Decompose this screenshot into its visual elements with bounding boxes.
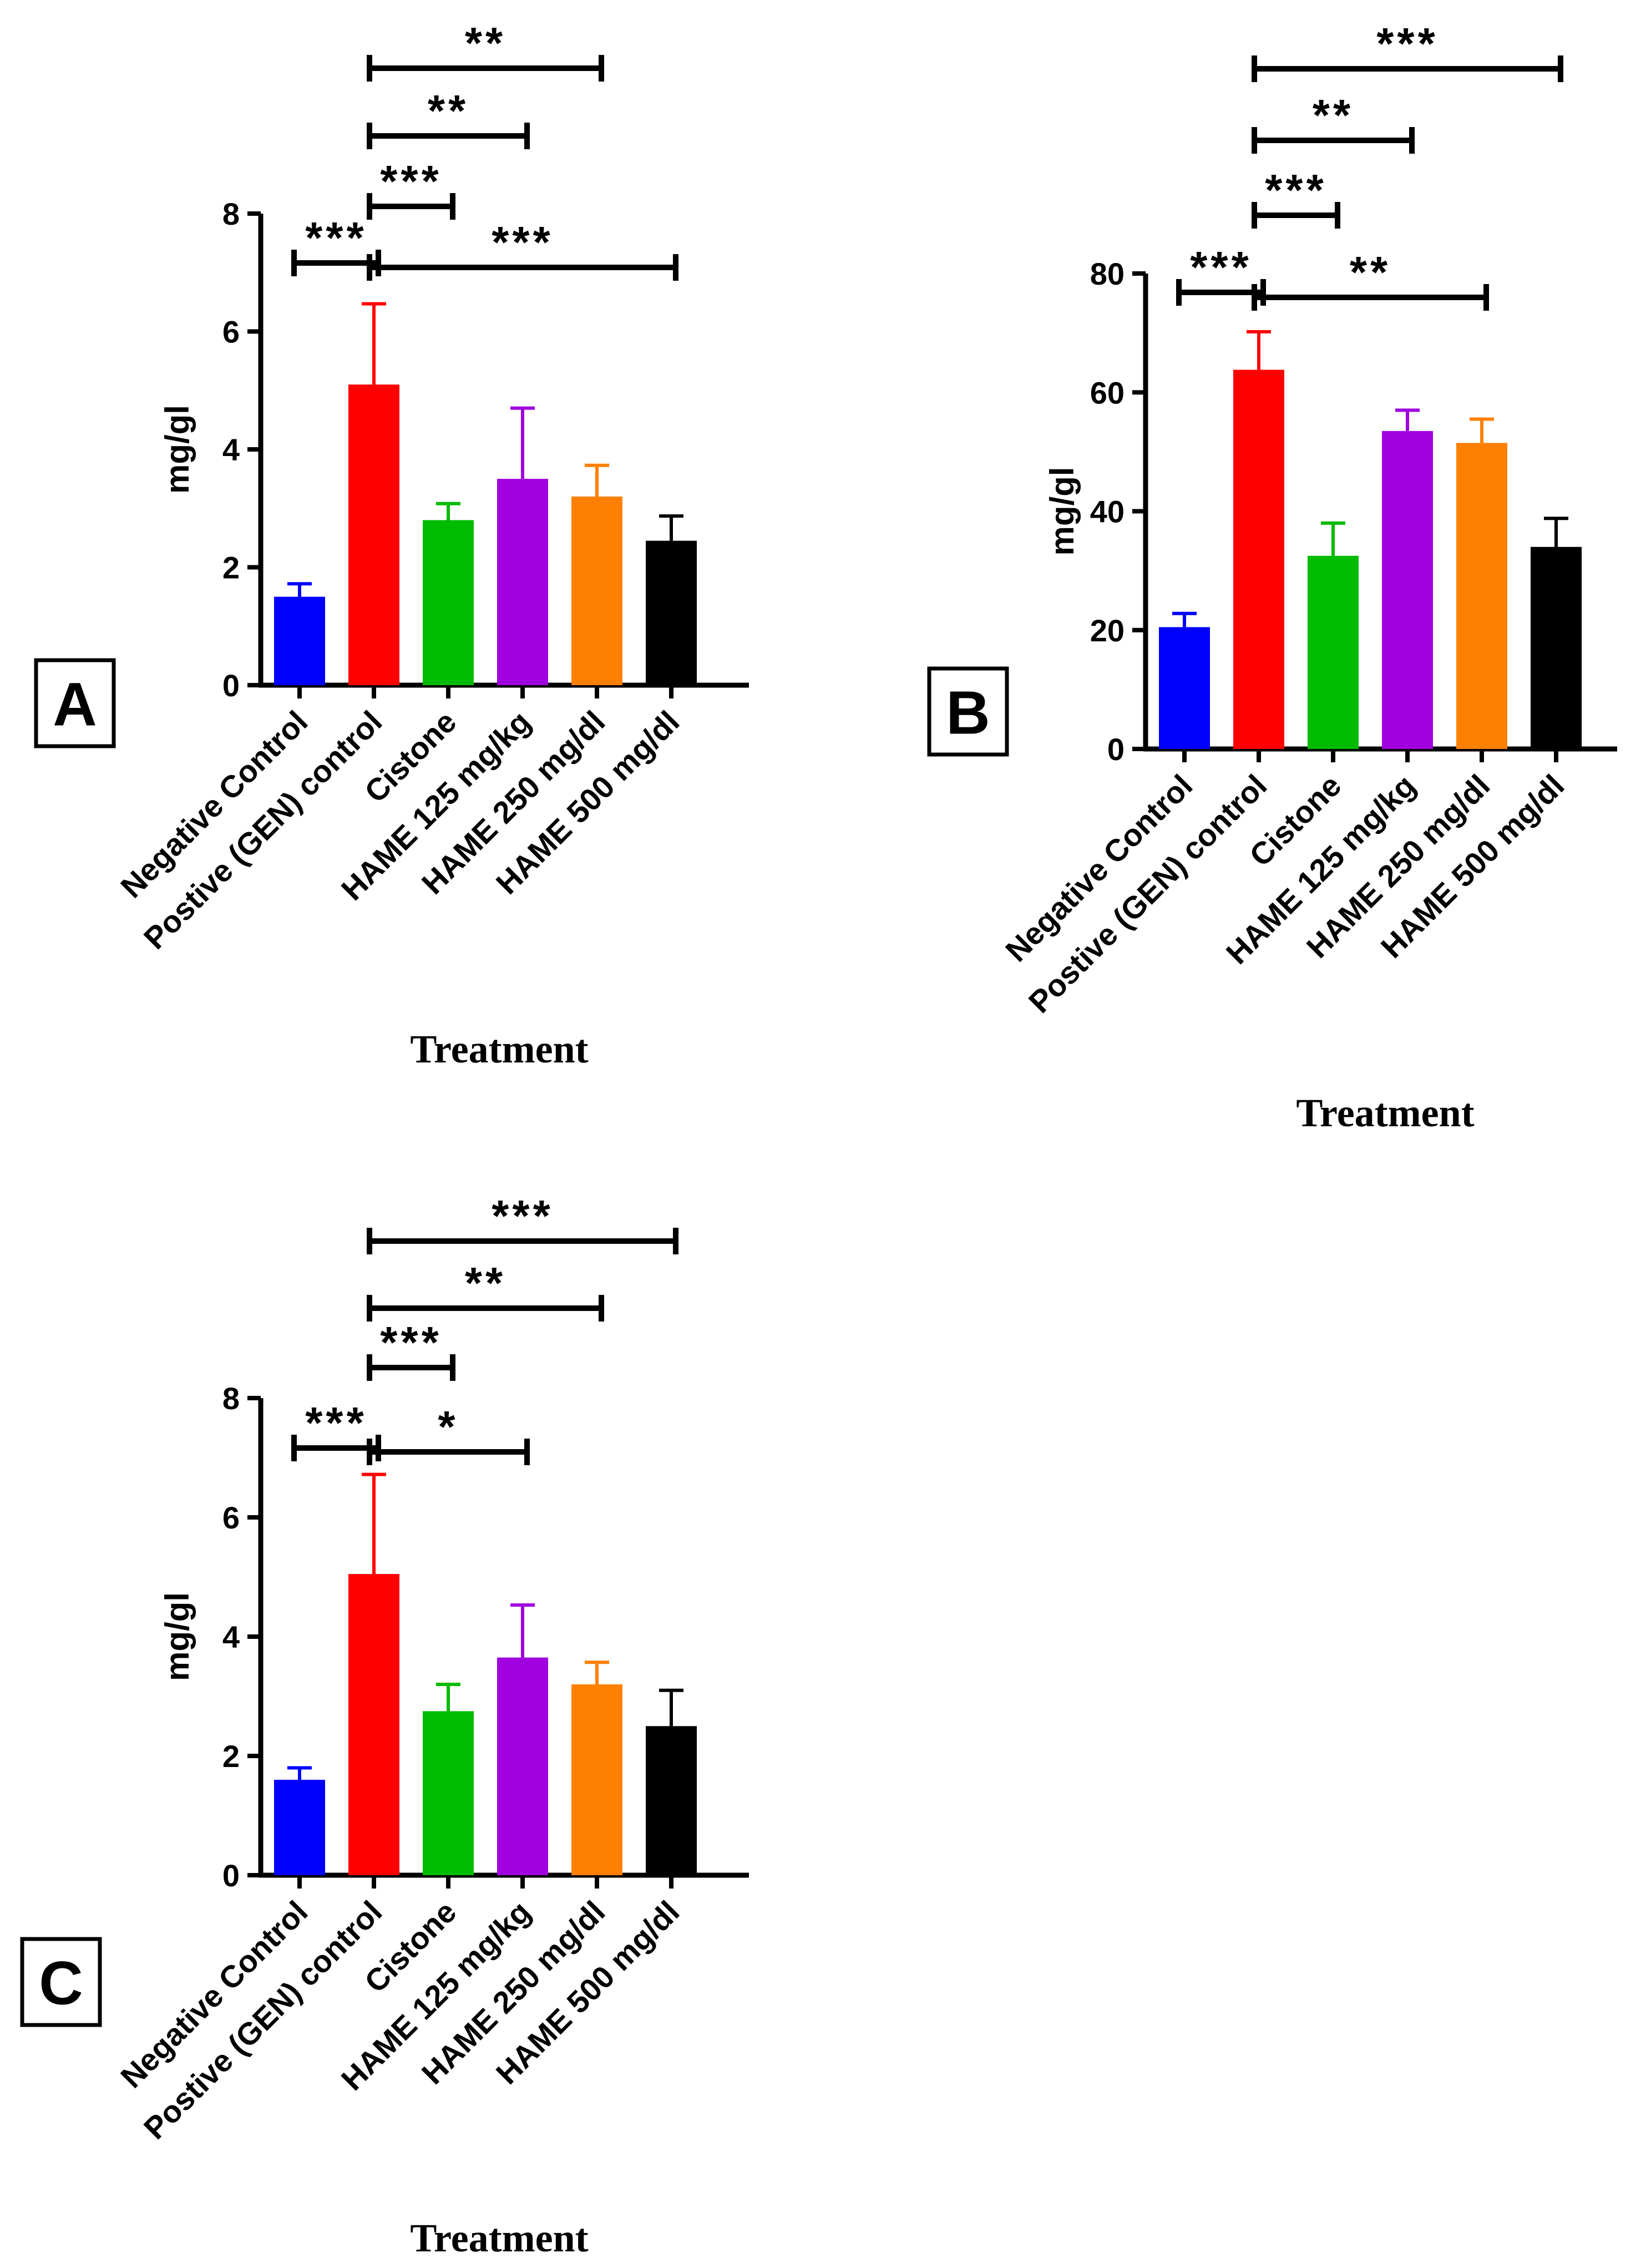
x-axis-label: Treatment: [410, 2216, 588, 2260]
y-tick-label: 80: [1090, 256, 1125, 291]
y-tick-label: 0: [222, 668, 240, 703]
significance-label: ***: [305, 1398, 367, 1447]
bar: [274, 596, 325, 685]
x-axis-label: Treatment: [1296, 1091, 1474, 1135]
panel-letter-box: [20, 1937, 102, 2027]
significance-bracket: ***: [291, 1398, 381, 1461]
significance-bracket: ***: [1252, 165, 1340, 229]
bar: [571, 1684, 622, 1875]
bar: [1159, 627, 1210, 749]
significance-label: ***: [492, 1191, 553, 1241]
bar: [571, 497, 622, 685]
bar: [1456, 443, 1507, 749]
bar: [1531, 546, 1582, 749]
significance-bracket: **: [1252, 90, 1415, 154]
y-tick-label: 2: [222, 1739, 240, 1774]
y-tick-label: 8: [222, 1381, 240, 1416]
significance-bracket: **: [367, 1258, 604, 1322]
bar: [1233, 369, 1284, 749]
panel-letter: B: [946, 679, 990, 747]
bar: [423, 1711, 474, 1875]
significance-bracket: ***: [367, 1191, 678, 1254]
significance-label: ***: [380, 156, 442, 206]
bar: [1308, 555, 1359, 749]
significance-bracket: **: [367, 18, 604, 82]
significance-bracket: ***: [291, 213, 381, 276]
significance-bracket: ***: [367, 217, 678, 281]
bar: [348, 384, 399, 685]
y-tick-label: 4: [222, 1619, 240, 1654]
significance-label: ***: [1376, 19, 1438, 68]
y-tick-label: 6: [222, 315, 240, 350]
significance-label: ***: [1190, 242, 1252, 292]
bar: [497, 1657, 548, 1875]
y-tick-label: 60: [1090, 375, 1125, 410]
significance-bracket: **: [1252, 247, 1489, 311]
y-axis-label: mg/gl: [159, 1592, 196, 1681]
panel-letter: A: [53, 671, 97, 739]
significance-label: **: [465, 1258, 506, 1308]
y-tick-label: 40: [1090, 494, 1125, 529]
panel-letter-box: [34, 658, 116, 748]
significance-bracket: **: [367, 86, 530, 149]
significance-label: **: [465, 18, 506, 68]
significance-bracket: ***: [367, 156, 455, 220]
bar: [348, 1574, 399, 1875]
bar: [423, 520, 474, 685]
bar: [497, 479, 548, 685]
significance-label: ***: [305, 213, 367, 262]
y-tick-label: 4: [222, 432, 240, 467]
y-tick-label: 8: [222, 196, 240, 231]
y-tick-label: 0: [222, 1858, 240, 1893]
significance-bracket: *: [367, 1402, 530, 1465]
significance-label: **: [428, 86, 469, 135]
y-tick-label: 2: [222, 550, 240, 585]
significance-bracket: ***: [1176, 242, 1266, 306]
y-axis-label: mg/gl: [1044, 467, 1081, 556]
significance-bracket: ***: [367, 1318, 455, 1381]
y-axis-label: mg/gl: [159, 405, 196, 494]
significance-label: **: [1313, 90, 1354, 140]
significance-label: **: [1350, 247, 1391, 297]
panel-letter: C: [39, 1950, 83, 2018]
y-tick-label: 0: [1107, 732, 1125, 767]
y-tick-label: 20: [1090, 613, 1125, 648]
y-tick-label: 6: [222, 1500, 240, 1535]
bar: [274, 1780, 325, 1875]
significance-label: ***: [1265, 165, 1326, 215]
bar: [1382, 431, 1433, 749]
bar: [646, 540, 697, 685]
x-axis-label: Treatment: [410, 1027, 588, 1071]
bar: [646, 1726, 697, 1875]
significance-label: ***: [380, 1318, 442, 1367]
significance-label: *: [438, 1402, 458, 1451]
significance-bracket: ***: [1252, 19, 1563, 82]
panel-letter-box: [927, 666, 1009, 757]
significance-label: ***: [492, 217, 553, 267]
